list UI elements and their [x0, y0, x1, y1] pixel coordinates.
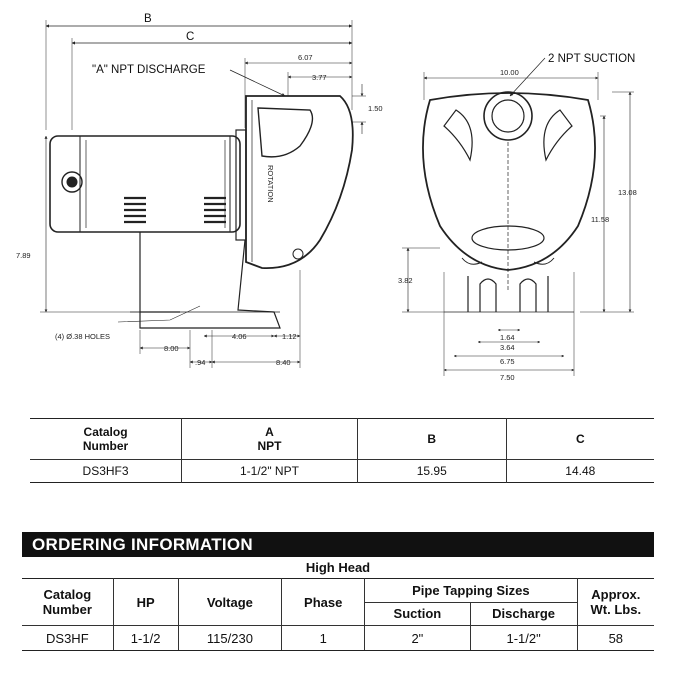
dim-1-64: 1.64 [500, 333, 515, 342]
dim-7-50: 7.50 [500, 373, 515, 382]
holes-label: (4) Ø.38 HOLES [55, 332, 110, 341]
discharge-callout: "A" NPT DISCHARGE [92, 64, 206, 76]
ordering-subheader-row: Suction Discharge [22, 601, 654, 626]
col-phase: Phase [281, 578, 366, 626]
col-approx-weight: Approx.Wt. Lbs. [576, 578, 654, 626]
ordering-subtitle: High Head [305, 560, 371, 575]
dim-label-c: C [186, 31, 194, 43]
col-c: C [575, 432, 585, 446]
dim-3-64: 3.64 [500, 343, 515, 352]
dim-13-08: 13.08 [618, 188, 637, 197]
dim-label-b: B [144, 13, 152, 25]
cell-weight: 58 [576, 625, 654, 651]
dim-6-75: 6.75 [500, 357, 515, 366]
dim-1-12: 1.12 [282, 332, 297, 341]
dim-3-82: 3.82 [398, 276, 413, 285]
table-row: DS3HF 1-1/2 115/230 1 2" 1-1/2" 58 [22, 625, 654, 651]
dim-7-89: 7.89 [16, 251, 31, 260]
col-pipe-tapping-sizes: Pipe Tapping Sizes [364, 578, 578, 603]
cell-catalog: DS3HF3 [30, 459, 183, 483]
cell-b: 15.95 [357, 459, 507, 483]
dim-1-50: 1.50 [368, 104, 383, 113]
dim-8-40: 8.40 [276, 358, 291, 367]
dim-0-94: .94 [195, 358, 205, 367]
cell-phase: 1 [281, 625, 366, 651]
dim-4-06: 4.06 [232, 332, 247, 341]
col-hp: HP [112, 578, 179, 626]
dim-11-58: 11.58 [591, 215, 609, 224]
col-b: B [357, 418, 507, 460]
pump-dimension-drawing: B C "A" NPT DISCHARGE 2 NPT SUCTION ROTA… [16, 13, 637, 382]
rotation-label: ROTATION [266, 165, 275, 203]
cell-catalog: DS3HF [22, 625, 114, 651]
suction-callout: 2 NPT SUCTION [548, 53, 635, 65]
table-row: DS3HF3 1-1/2" NPT 15.95 14.48 [30, 459, 654, 483]
col-discharge: Discharge [469, 601, 578, 626]
dim-3-77: 3.77 [312, 73, 327, 82]
cell-voltage: 115/230 [177, 625, 283, 651]
cell-discharge: 1-1/2" [469, 625, 578, 651]
dim-10-00: 10.00 [500, 68, 519, 77]
cell-suction: 2" [364, 625, 471, 651]
col-voltage: Voltage [177, 578, 283, 626]
dim-8-00: 8.00 [164, 344, 179, 353]
cell-hp: 1-1/2 [112, 625, 179, 651]
ordering-information-banner: ORDERING INFORMATION [22, 532, 654, 557]
cell-c: 14.48 [565, 464, 596, 478]
dim-6-07: 6.07 [298, 53, 313, 62]
cell-a: 1-1/2" NPT [181, 459, 358, 483]
col-suction: Suction [364, 601, 471, 626]
